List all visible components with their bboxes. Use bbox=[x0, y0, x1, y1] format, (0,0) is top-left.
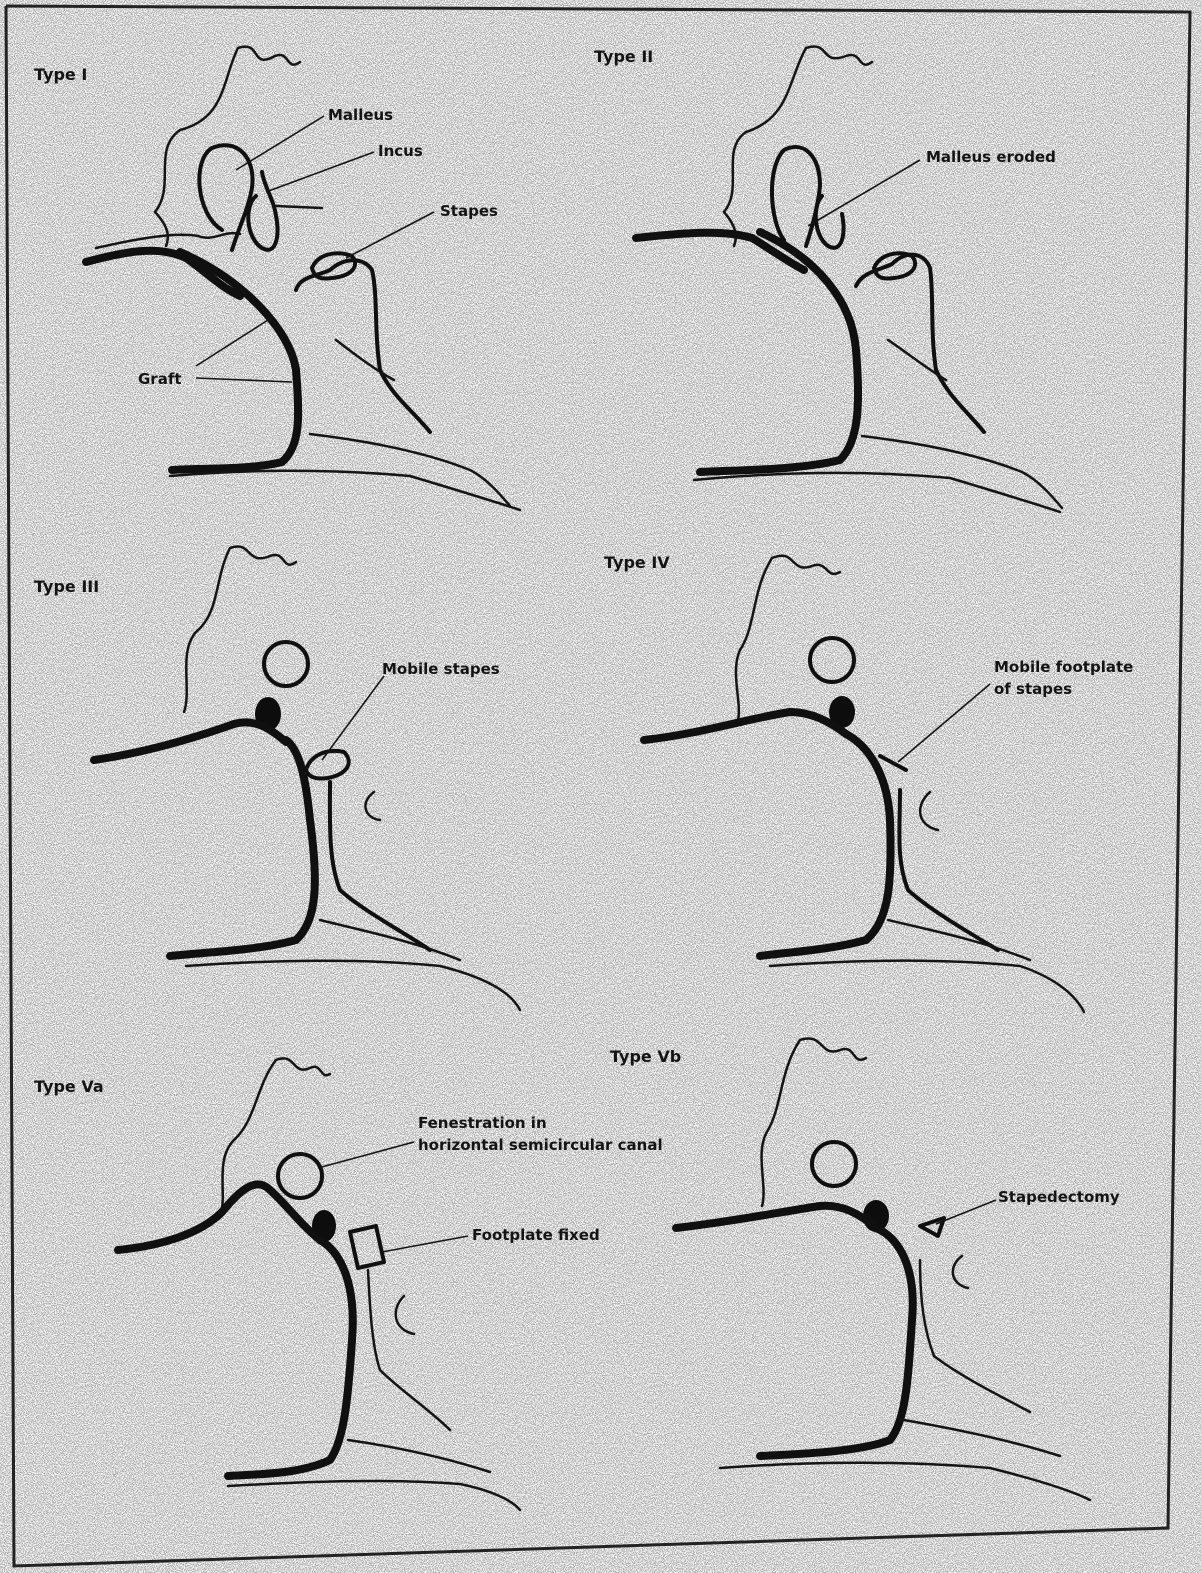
panel-type-5b-title: Type Vb bbox=[610, 1047, 681, 1066]
panel-type-2-title: Type II bbox=[594, 47, 653, 66]
mobile-stapes-label: Mobile stapes bbox=[382, 660, 500, 678]
stapedectomy-label: Stapedectomy bbox=[998, 1188, 1120, 1206]
malleus-label: Malleus bbox=[328, 106, 393, 124]
stapes-label: Stapes bbox=[440, 202, 498, 220]
mobile-footplate-label-line1: Mobile footplate bbox=[994, 658, 1133, 676]
graft-label: Graft bbox=[138, 370, 182, 388]
panel-type-1-title: Type I bbox=[34, 65, 87, 84]
malleus-eroded-label: Malleus eroded bbox=[926, 148, 1056, 166]
panel-type-4-title: Type IV bbox=[604, 553, 670, 572]
footplate-fixed-label: Footplate fixed bbox=[472, 1226, 600, 1244]
panel-type-3-title: Type III bbox=[34, 577, 99, 596]
fenestration-label-line2: horizontal semicircular canal bbox=[418, 1136, 663, 1154]
panel-type-5a-title: Type Va bbox=[34, 1077, 104, 1096]
fenestration-label-line1: Fenestration in bbox=[418, 1114, 547, 1132]
incus-label: Incus bbox=[378, 142, 423, 160]
mobile-footplate-label-line2: of stapes bbox=[994, 680, 1072, 698]
